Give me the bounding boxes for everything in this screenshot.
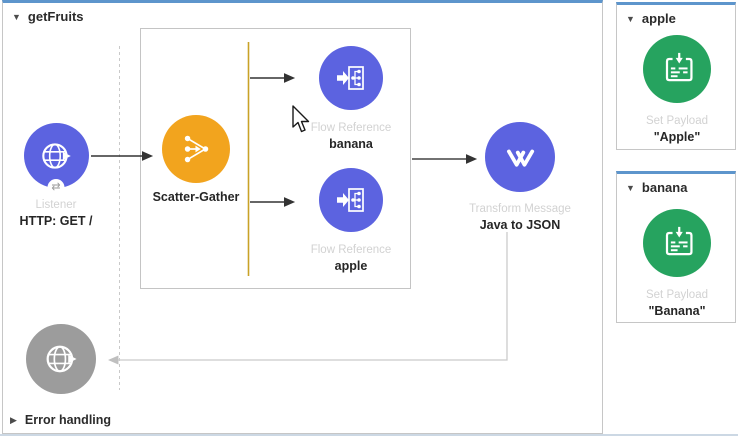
globe-arrow-icon	[42, 142, 71, 169]
flow-reference-circle[interactable]	[319, 46, 383, 110]
node-type-label: Listener	[35, 199, 77, 211]
expand-triangle-icon[interactable]: ▶	[10, 415, 17, 425]
flow-reference-icon	[337, 66, 364, 90]
node-http-listener[interactable]: ⇄ Listener HTTP: GET /	[0, 123, 131, 229]
subflow-title: banana	[641, 180, 688, 195]
collapse-triangle-icon[interactable]: ▼	[626, 182, 635, 193]
scatter-gather-circle[interactable]	[162, 115, 230, 183]
flow-title: getFruits	[27, 9, 84, 24]
set-payload-circle[interactable]	[643, 35, 711, 103]
node-name-label: HTTP: GET /	[19, 214, 93, 228]
exchange-icon: ⇄	[47, 179, 65, 196]
flow-reference-icon	[337, 188, 364, 212]
node-set-payload-apple[interactable]: Set Payload "Apple"	[602, 35, 738, 145]
mouse-cursor-icon	[292, 105, 310, 133]
node-name-label: banana	[329, 137, 373, 151]
node-flow-reference-apple[interactable]: Flow Reference apple	[276, 168, 426, 274]
node-type-label: Set Payload	[645, 115, 708, 127]
error-handling-label: Error handling	[24, 413, 112, 427]
node-name-label: "Apple"	[653, 130, 701, 144]
subflow-title: apple	[641, 11, 676, 26]
node-set-payload-banana[interactable]: Set Payload "Banana"	[602, 209, 738, 319]
editor-bottom-divider	[0, 434, 738, 436]
flow-reference-circle[interactable]	[319, 168, 383, 232]
set-payload-circle[interactable]	[643, 209, 711, 277]
scatter-gather-icon	[184, 135, 209, 163]
node-transform-message[interactable]: Transform Message Java to JSON	[445, 122, 595, 233]
node-name-label: apple	[334, 259, 368, 273]
set-payload-icon	[665, 52, 693, 82]
node-type-label: Flow Reference	[310, 244, 392, 256]
node-name-label: Java to JSON	[479, 218, 561, 232]
node-type-label: Transform Message	[469, 203, 571, 215]
error-handling-section[interactable]: ▶ Error handling	[10, 413, 111, 427]
collapse-triangle-icon[interactable]: ▼	[626, 13, 635, 24]
node-name-label: Scatter-Gather	[152, 190, 240, 204]
http-response-circle[interactable]	[26, 324, 96, 394]
node-scatter-gather[interactable]: Scatter-Gather	[121, 115, 271, 205]
set-payload-icon	[665, 226, 693, 256]
node-flow-reference-banana[interactable]: Flow Reference banana	[276, 46, 426, 152]
subflow-header: ▼ apple	[617, 5, 735, 26]
node-type-label: Flow Reference	[310, 122, 392, 134]
collapse-triangle-icon[interactable]: ▼	[12, 11, 21, 22]
listener-circle[interactable]: ⇄	[23, 123, 89, 196]
globe-arrow-icon	[46, 345, 77, 373]
dataweave-icon	[507, 149, 535, 167]
subflow-header: ▼ banana	[617, 174, 735, 195]
transform-message-circle[interactable]	[485, 122, 555, 192]
node-name-label: "Banana"	[648, 304, 706, 318]
node-type-label: Set Payload	[645, 289, 708, 301]
node-http-response[interactable]	[0, 324, 136, 394]
flow-header: ▼ getFruits	[3, 3, 602, 24]
